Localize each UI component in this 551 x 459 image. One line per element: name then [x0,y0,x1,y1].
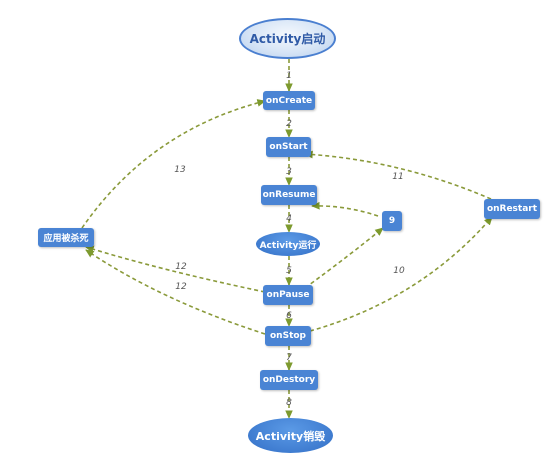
edge-onstop-killed [85,249,266,335]
edge-label-10: 10 [393,266,405,276]
edge-label-1: 1 [286,71,292,81]
node-ondestory: onDestory [260,370,318,390]
edge-onpause-killed [85,245,266,293]
node-onstart: onStart [266,137,311,157]
edge-label-11: 11 [392,172,404,182]
node-onresume: onResume [261,185,317,205]
node-onpause: onPause [263,285,313,305]
edge-nine-onresume [311,201,379,217]
edge-label-8: 8 [286,398,292,408]
edge-onstop-onrestart [309,216,493,332]
edge-label-5: 5 [286,266,292,276]
node-oncreate: onCreate [263,91,315,110]
edge-onrestart-onstart [304,150,492,200]
node-onstop: onStop [265,326,311,346]
edge-label-12-lower: 12 [175,282,187,292]
edge-label-2: 2 [286,119,292,129]
edge-label-4: 4 [286,214,292,224]
node-activity-destroyed: Activity销毁 [248,418,333,453]
edge-label-6: 6 [286,311,292,321]
edge-killed-oncreate [81,99,266,229]
edge-label-13: 13 [174,165,186,175]
node-activity-start: Activity启动 [239,18,336,59]
edge-label-12-upper: 12 [175,262,187,272]
node-app-killed: 应用被杀死 [38,228,94,247]
node-activity-running: Activity运行 [256,232,320,256]
edge-label-3: 3 [286,167,292,177]
edge-label-7: 7 [286,353,292,363]
edge-onpause-nine [304,227,384,289]
node-nine: 9 [382,211,402,231]
node-onrestart: onRestart [484,199,540,219]
